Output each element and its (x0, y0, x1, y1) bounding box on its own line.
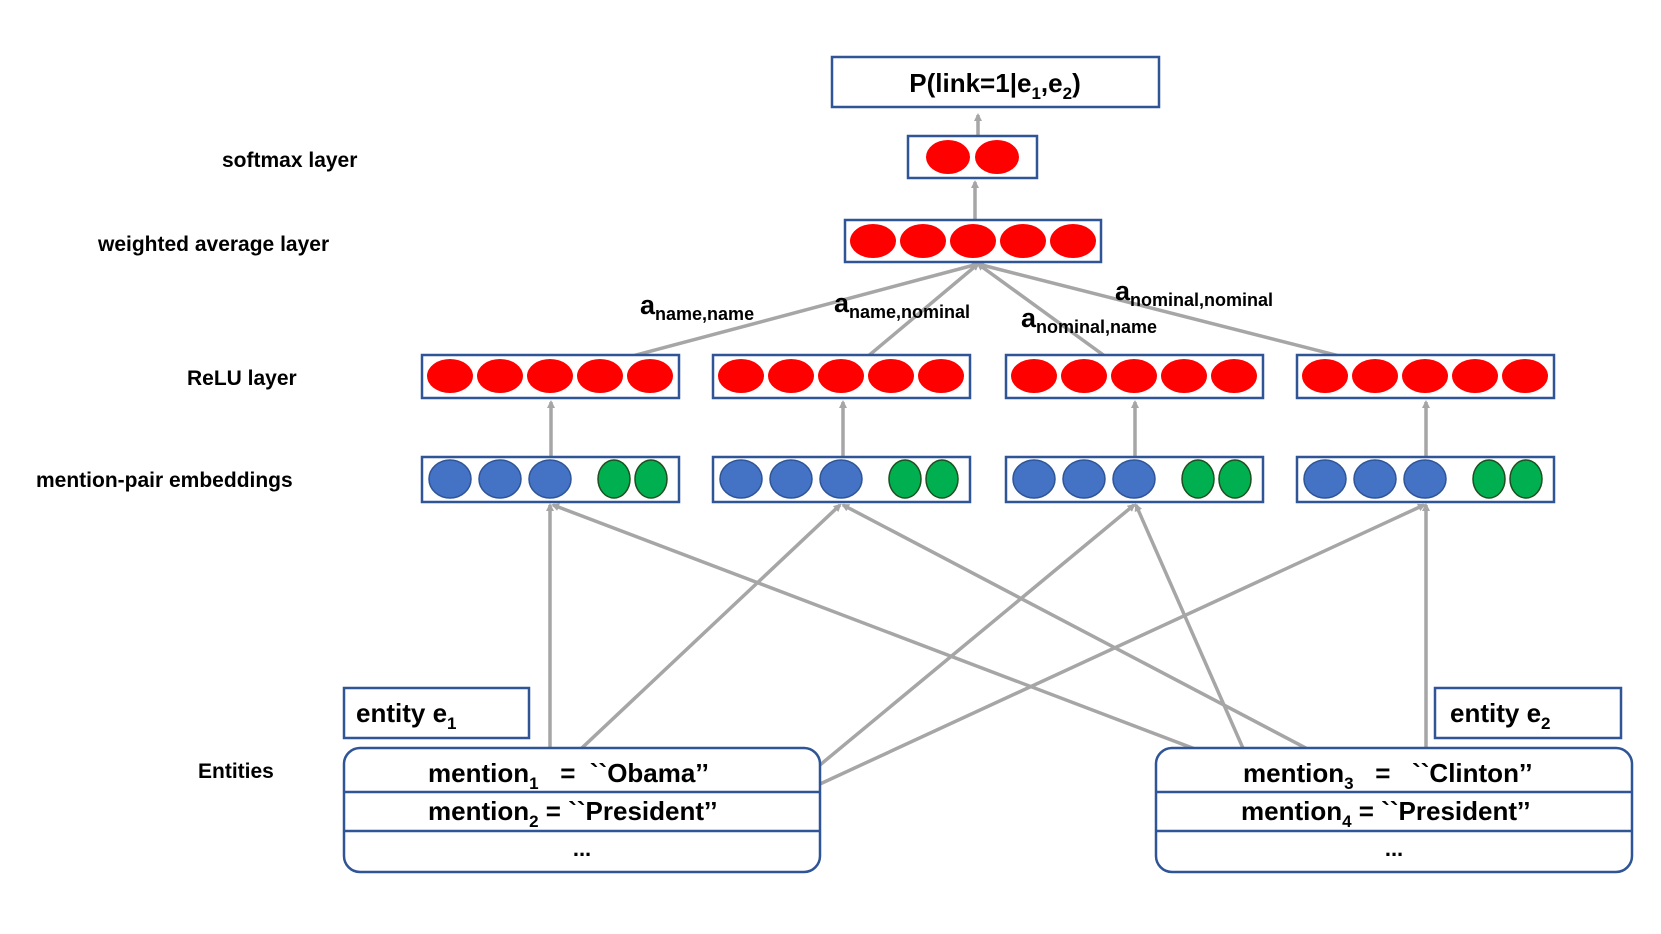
embedding-units (428, 459, 1543, 499)
softmax-unit (926, 140, 970, 174)
relu-unit (918, 359, 964, 393)
average-unit (1050, 224, 1096, 258)
relu-unit (477, 359, 523, 393)
mention-4-text: mention4 = ``President’’ (1241, 796, 1531, 831)
feature-embedding-unit (1218, 459, 1252, 499)
mention-embedding-unit (769, 459, 813, 499)
output-probability-label: P(link=1|e1,e2) (909, 68, 1080, 103)
arrow-m2-to-emb4 (767, 503, 1426, 810)
feature-embedding-unit (1181, 459, 1215, 499)
relu-unit (718, 359, 764, 393)
entity-e2-label: entity e2 (1450, 698, 1551, 733)
feature-embedding-unit (1472, 459, 1506, 499)
relu-unit (1502, 359, 1548, 393)
entities-label: Entities (198, 760, 274, 783)
mention-embedding-unit (528, 459, 572, 499)
arrow-m3-to-emb1 (551, 503, 1254, 773)
feature-embedding-unit (634, 459, 668, 499)
mention-embedding-unit (1112, 459, 1156, 499)
mention-1-text: mention1 = ``Obama’’ (428, 758, 709, 793)
softmax-unit (975, 140, 1019, 174)
relu-unit (1011, 359, 1057, 393)
mention-embedding-unit (719, 459, 763, 499)
weight-label-nominal-nominal: anominal,nominal (1115, 276, 1273, 310)
softmax-layer-label: softmax layer (222, 149, 357, 172)
mention-2-text: mention2 = ``President’’ (428, 796, 718, 831)
embeddings-layer-label: mention-pair embeddings (36, 469, 293, 492)
average-unit (950, 224, 996, 258)
entity-e1-mentions-box (342, 746, 822, 874)
average-unit (1000, 224, 1046, 258)
mention-3-text: mention3 = ``Clinton’’ (1243, 758, 1532, 793)
relu-unit (1352, 359, 1398, 393)
relu-unit (527, 359, 573, 393)
entity-e1: entity e1 mention1 = ``Obama’’ mention2 … (342, 686, 822, 874)
attention-weight-labels: aname,name aname,nominal anominal,name a… (640, 276, 1273, 337)
entity-e2: entity e2 mention3 = ``Clinton’’ mention… (1154, 686, 1634, 874)
mention-embedding-unit (819, 459, 863, 499)
relu-layer (420, 353, 1556, 400)
weighted-average-layer-label: weighted average layer (97, 233, 329, 256)
feature-embedding-unit (1509, 459, 1543, 499)
mention-embedding-unit (1353, 459, 1397, 499)
entity-e1-label: entity e1 (356, 698, 457, 733)
relu-unit (818, 359, 864, 393)
mention-embedding-unit (478, 459, 522, 499)
mention-embedding-unit (1403, 459, 1447, 499)
weighted-average-layer (843, 218, 1103, 264)
relu-unit (427, 359, 473, 393)
weight-label-name-nominal: aname,nominal (834, 288, 970, 322)
average-unit (850, 224, 896, 258)
relu-layer-label: ReLU layer (187, 367, 297, 390)
average-unit (900, 224, 946, 258)
mention-embedding-unit (1062, 459, 1106, 499)
mention-embedding-unit (1303, 459, 1347, 499)
entity-e1-label-box (342, 686, 531, 740)
entity-e2-ellipsis: ... (1385, 836, 1403, 861)
embeddings-layer (420, 455, 1556, 504)
mention-embedding-unit (1012, 459, 1056, 499)
relu-unit (1452, 359, 1498, 393)
relu-unit (1111, 359, 1157, 393)
arrow-m1-to-emb2 (548, 503, 842, 780)
feature-embedding-unit (597, 459, 631, 499)
weight-label-name-name: aname,name (640, 290, 754, 324)
feature-embedding-unit (888, 459, 922, 499)
softmax-layer (906, 134, 1039, 180)
entity-e1-ellipsis: ... (573, 836, 591, 861)
relu-unit (1161, 359, 1207, 393)
entity-e2-mentions-box (1154, 746, 1634, 874)
relu-unit (1302, 359, 1348, 393)
arrow-m3-to-emb3 (1134, 503, 1255, 772)
mention-embedding-unit (428, 459, 472, 499)
relu-unit (768, 359, 814, 393)
softmax-units (926, 140, 1019, 174)
output-probability-box (830, 55, 1161, 109)
weight-label-nominal-name: anominal,name (1021, 303, 1157, 337)
relu-unit (1061, 359, 1107, 393)
entity-e2-label-box (1433, 686, 1623, 740)
weighted-average-units (850, 224, 1096, 258)
relu-units (427, 359, 1548, 393)
feature-embedding-unit (925, 459, 959, 499)
relu-unit (1211, 359, 1257, 393)
relu-unit (577, 359, 623, 393)
relu-unit (1402, 359, 1448, 393)
relu-unit (868, 359, 914, 393)
relu-unit (627, 359, 673, 393)
